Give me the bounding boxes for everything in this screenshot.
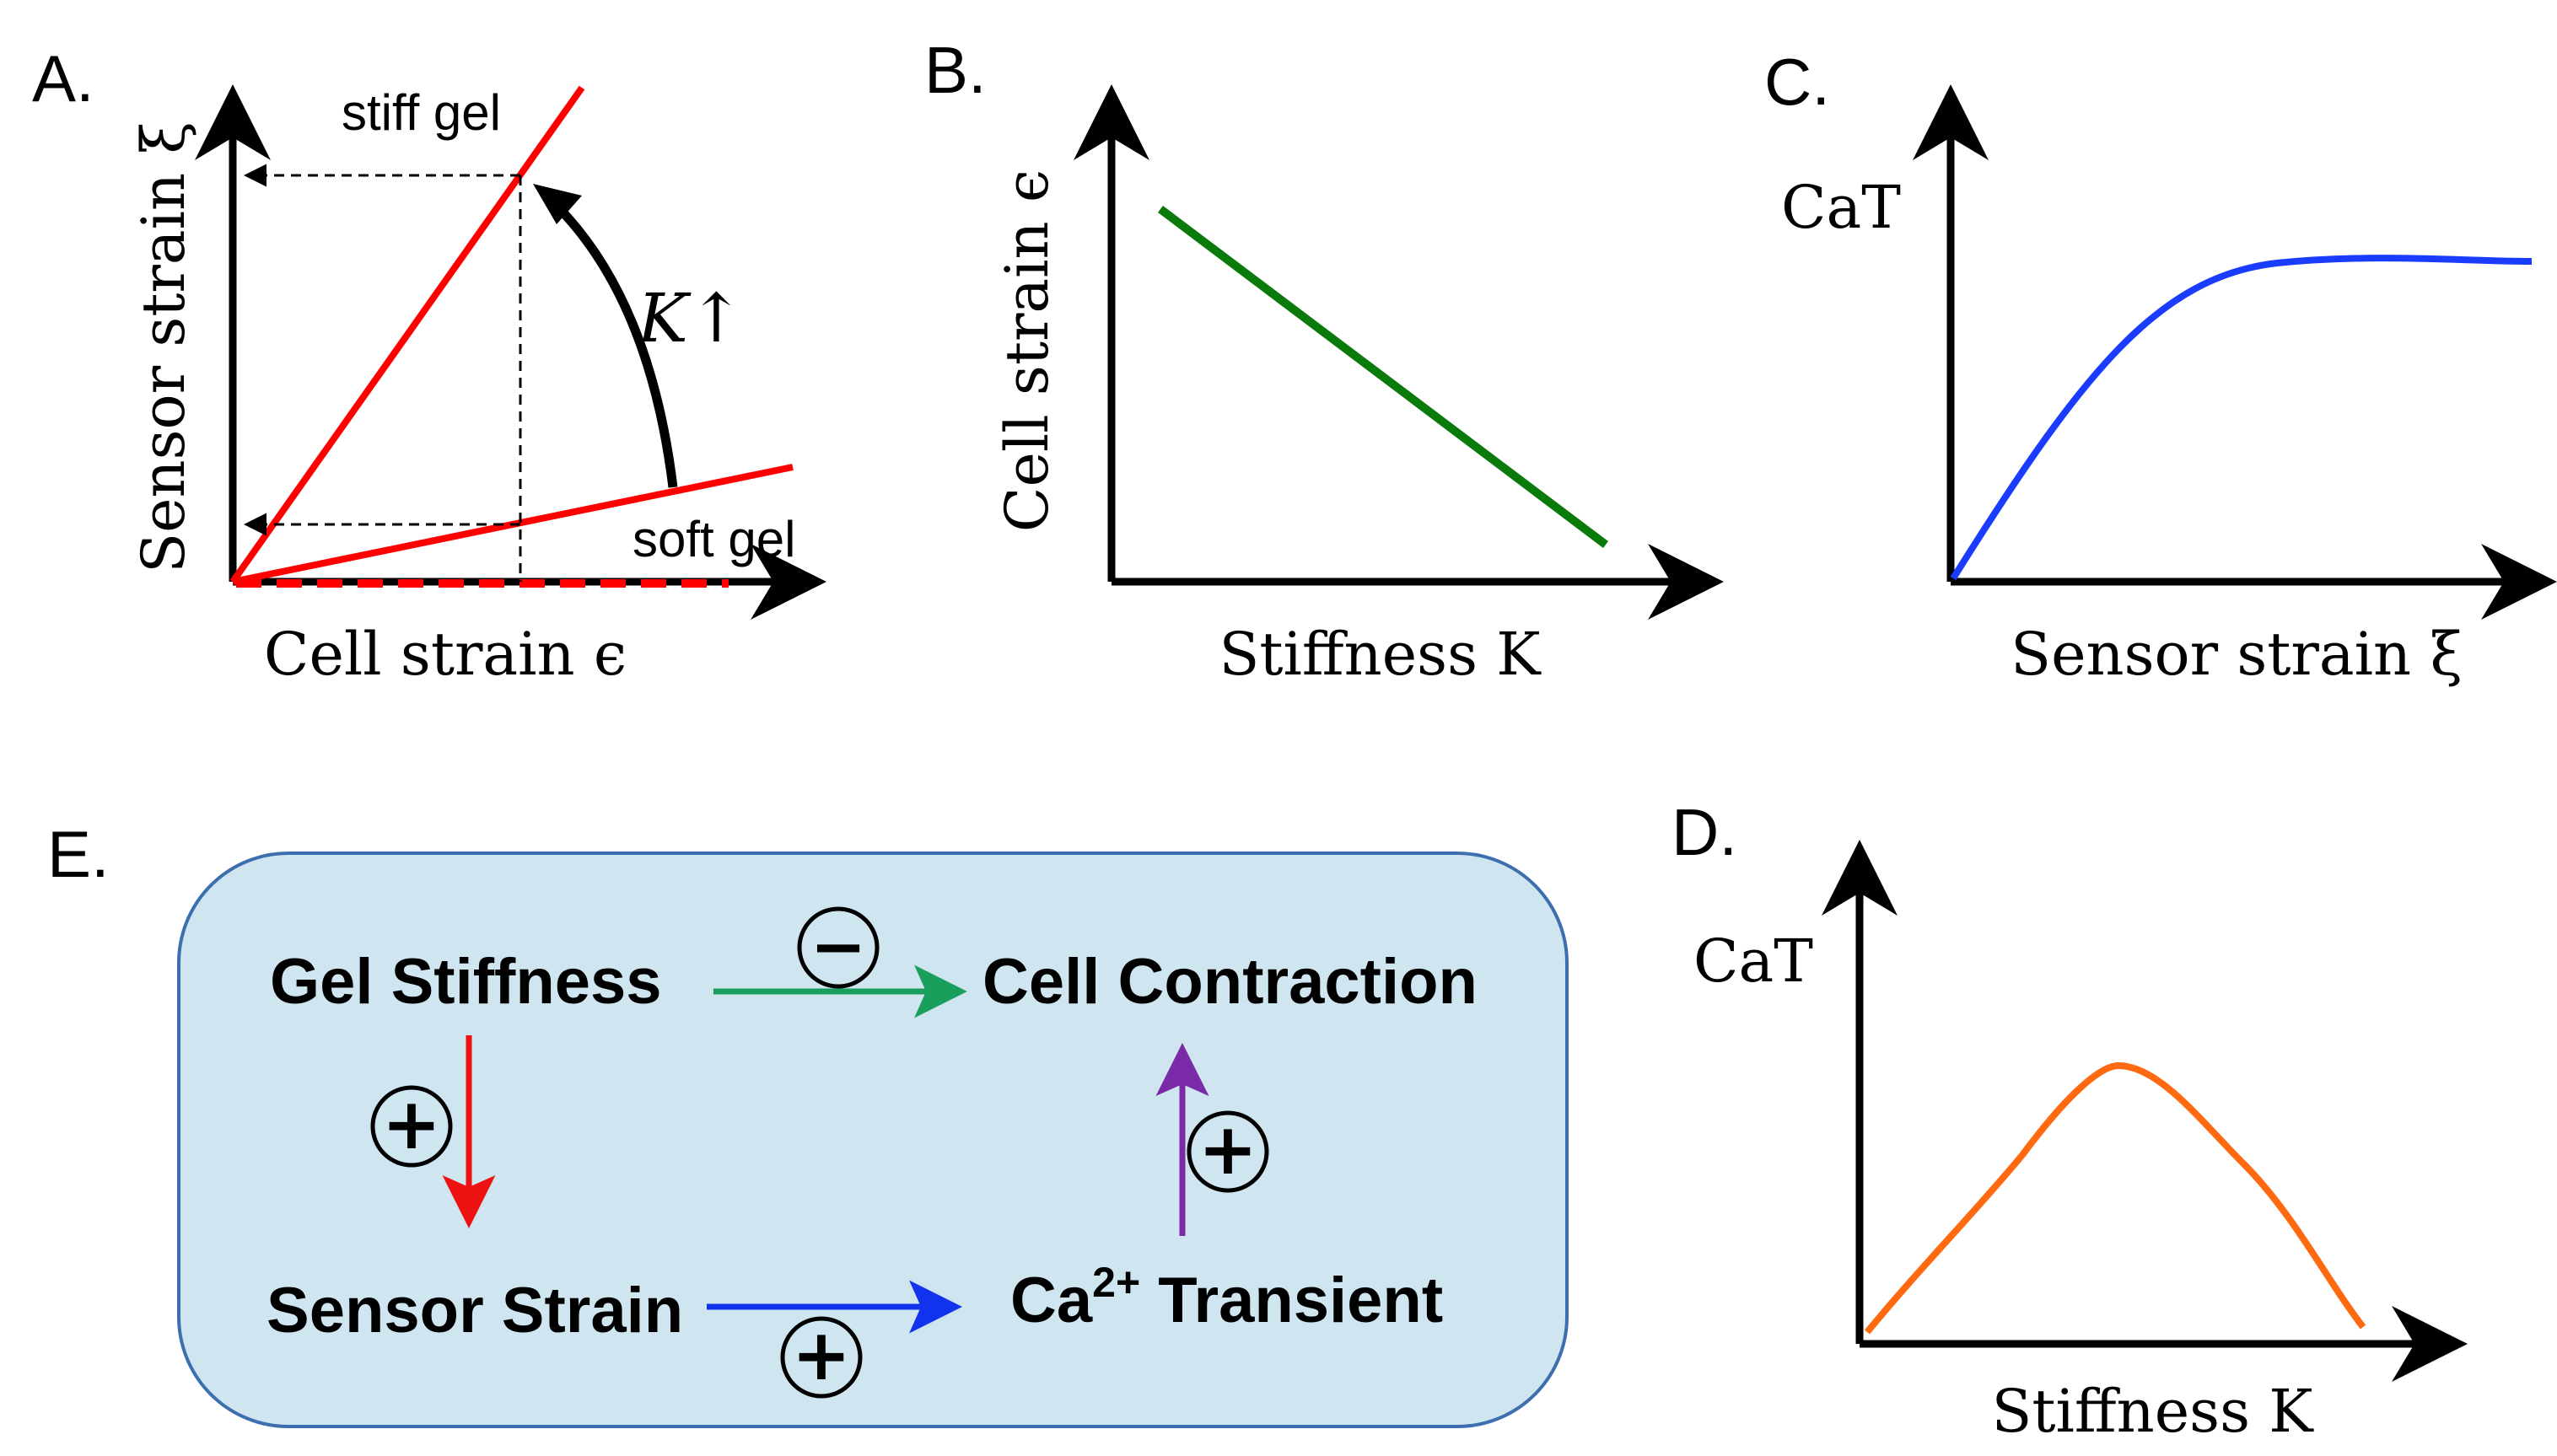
panel-a-y-label: Sensor strain ξ [129,121,198,573]
node-ca-superscript: 2+ [1092,1259,1140,1306]
panel-a-x-label: Cell strain ϵ [264,620,627,689]
panel-a-stiff-gel-line [229,85,585,584]
panel-c-curve [1950,255,2533,581]
panel-a-stiff-label: stiff gel [342,84,501,141]
panel-a-k-arrow-head [533,184,582,224]
panel-c-y-label: CaT [1781,173,1901,242]
panel-b-line [1157,206,1609,548]
sign-positive-strain-transient: + [780,1314,863,1399]
sign-positive-text-1: + [382,1083,441,1165]
panel-b-x-label: Stiffness K [1219,620,1542,689]
panel-a-k-arrow-curve [548,197,678,488]
node-ca-prefix: Ca [1010,1265,1093,1336]
panel-e: E. Gel Stiffness Cell Contraction Sensor… [47,817,1569,1428]
node-ca-transient: Ca2+ Transient [1010,1259,1443,1336]
sign-positive-transient-contraction: + [1187,1108,1269,1193]
panel-c-x-label: Sensor strain ξ [2011,620,2463,689]
panel-a: A. stiff gel soft gel K↑ Sensor strain ξ… [32,41,826,689]
panel-a-k-annotation: K↑ [636,279,745,357]
panel-c-label: C. [1764,45,1830,119]
panel-a-label: A. [32,41,94,116]
panel-d-x-label: Stiffness K [1991,1377,2314,1446]
sign-positive-text-3: + [1198,1108,1257,1190]
panel-d: D. CaT Stiffness K [1671,795,2468,1446]
panel-d-curve [1864,1061,2366,1335]
panel-e-label: E. [47,817,110,891]
node-ca-suffix: Transient [1140,1265,1443,1336]
panel-d-label: D. [1671,795,1737,869]
node-cell-contraction: Cell Contraction [982,946,1478,1018]
panel-a-soft-label: soft gel [633,511,795,567]
sign-negative-text: − [810,907,866,986]
panel-d-y-label: CaT [1693,927,1813,996]
panel-b-label: B. [924,33,987,107]
sign-positive-text-2: + [792,1314,851,1396]
node-sensor-strain: Sensor Strain [266,1275,683,1346]
node-gel-stiffness: Gel Stiffness [270,946,662,1018]
panel-b: B. Cell strain ϵ Stiffness K [924,33,1724,689]
sign-positive-stiffness-strain: + [370,1083,453,1168]
panel-b-y-label: Cell strain ϵ [993,169,1062,532]
panel-e-box [177,852,1569,1428]
panel-c: C. CaT Sensor strain ξ [1764,45,2557,689]
sign-negative-stiffness-contraction: − [797,906,880,989]
